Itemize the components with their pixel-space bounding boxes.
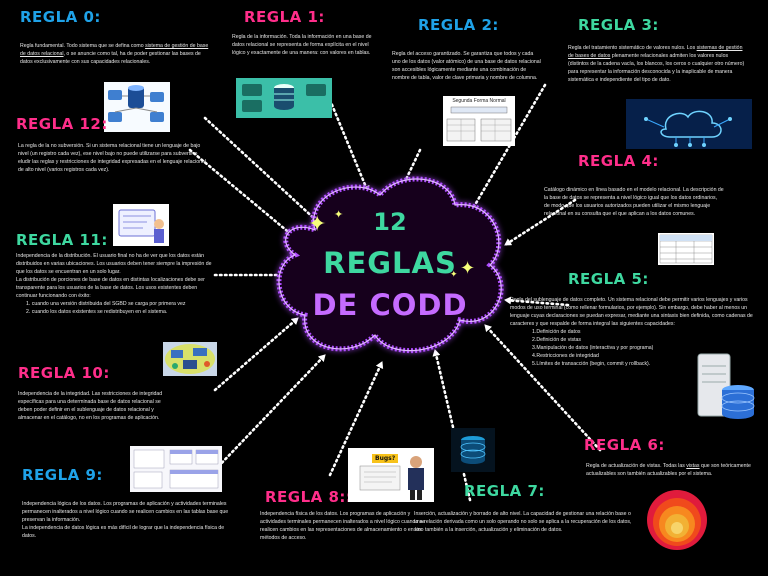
arrow-regla-3 [463, 83, 547, 224]
regla-10-text: Independencia de la integridad. Las rest… [18, 391, 163, 421]
regla-12-text: La regla de la no subversión. Si un sist… [18, 143, 207, 173]
regla-3-text: Regla del tratamiento sistemático de val… [568, 45, 745, 83]
regla-0-title: REGLA 0: [20, 8, 101, 26]
regla-9-title: REGLA 9: [22, 466, 103, 484]
arrow-regla-7 [432, 348, 472, 502]
regla-1-title: REGLA 1: [244, 8, 325, 26]
regla-5-server-image [694, 350, 758, 422]
sparkle-small-left-icon: ✦ [334, 208, 344, 221]
regla-8-text: Independencia física de los datos. Los p… [260, 511, 426, 541]
arrow-regla-10 [213, 316, 300, 392]
regla-0-text: Regla fundamental. Todo sistema que se d… [20, 43, 209, 65]
regla-3-title: REGLA 3: [578, 16, 659, 34]
regla-8-bugs-badge: Bugs? [372, 454, 399, 463]
regla-9-image [130, 446, 222, 492]
regla-5-title: REGLA 5: [568, 270, 649, 288]
arrow-regla-5 [503, 296, 570, 307]
regla-2-text: Regla del acceso garantizado. Se garanti… [392, 51, 541, 81]
arrow-regla-9 [213, 353, 327, 472]
regla-8-title: REGLA 8:: [265, 488, 353, 506]
regla-3-link[interactable]: sistemas de gestión de bases de datos [568, 45, 743, 59]
sparkle-right-icon: ✦ [460, 258, 476, 279]
regla-7-text: Inserción, actualización y borrado de al… [414, 511, 632, 533]
regla-6-text: Regla de actualización de vistas. Todas … [586, 463, 751, 477]
arrow-regla-1 [328, 98, 370, 194]
regla-5-body: Regla del sublenguaje de datos completo.… [510, 297, 753, 327]
regla-0-link[interactable]: sistema de gestión de base de datos rela… [20, 43, 209, 57]
arrow-regla-0 [203, 116, 320, 224]
regla-1-image [236, 78, 332, 118]
regla-5-item: 2.Definición de vistas [532, 337, 582, 343]
regla-5-item: 5.Límites de transacción (begin, commit … [532, 361, 651, 367]
regla-5-item: 4.Restricciones de integridad [532, 353, 599, 359]
regla-11-item: 1. cuando una versión distribuida del SG… [26, 301, 186, 307]
regla-4-image [658, 233, 714, 265]
regla-5-item: 3.Manipulación de datos (interactiva y p… [532, 345, 654, 351]
regla-2-title: REGLA 2: [418, 16, 499, 34]
center-line-1: REGLAS [323, 246, 457, 280]
regla-7-title: REGLA 7: [464, 482, 545, 500]
regla-4-title: REGLA 4: [578, 152, 659, 170]
regla-10-title: REGLA 10: [18, 364, 110, 382]
regla-11-title: REGLA 11: [16, 231, 108, 249]
regla-11-item: 2. cuando los datos existentes se redist… [26, 309, 168, 315]
arrow-regla-4 [503, 198, 577, 247]
regla-0-image [104, 82, 170, 132]
regla-11-image [113, 204, 169, 246]
regla-11-text: Independencia de la distribución. El usu… [16, 252, 216, 316]
regla-5-item: 1.Definición de datos [532, 329, 581, 335]
regla-2-image-caption: Segunda Forma Normal [452, 98, 506, 104]
regla-6-image [645, 488, 709, 552]
regla-5-text: Regla del sublenguaje de datos completo.… [510, 296, 760, 368]
regla-12-title: REGLA 12: [16, 115, 108, 133]
regla-9-text: Independencia lógica de los datos. Los p… [22, 501, 229, 539]
sparkle-small-right-icon: ✦ [450, 270, 458, 280]
regla-11-body: Independencia de la distribución. El usu… [16, 253, 212, 299]
center-line-2: DE CODD [312, 288, 468, 322]
regla-7-image [451, 428, 495, 472]
regla-3-image [626, 99, 752, 149]
center-number: 12 [373, 208, 407, 236]
regla-1-text: Regla de la información. Toda la informa… [232, 34, 372, 56]
regla-6-link[interactable]: vistas [686, 463, 700, 469]
regla-10-image [163, 342, 217, 376]
arrow-regla-6 [483, 323, 602, 452]
regla-8-image: Bugs? [348, 448, 434, 502]
regla-2-image: Segunda Forma Normal [443, 96, 515, 146]
arrow-regla-8 [328, 360, 384, 477]
regla-4-text: Catálogo dinámico en línea basado en el … [544, 187, 724, 217]
cloud-shape [276, 176, 504, 354]
center-cloud: ✦ ✦ ✦ ✦ 12 REGLAS DE CODD [270, 170, 510, 360]
sparkle-left-icon: ✦ [308, 212, 327, 237]
regla-6-title: REGLA 6: [584, 436, 665, 454]
